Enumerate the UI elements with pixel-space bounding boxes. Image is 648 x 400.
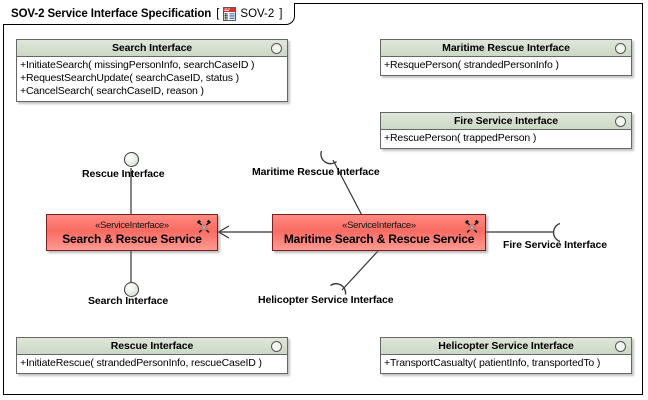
service-stereotype: «ServiceInterface»	[342, 219, 416, 231]
spec-document-icon	[223, 6, 237, 21]
service-box-maritime-search-and-rescue-service[interactable]: «ServiceInterface» Maritime Search & Res…	[272, 214, 486, 251]
interface-operation: +ResquePerson( strandedPersonInfo )	[384, 59, 559, 71]
interface-operation: +RescuePerson( trappedPerson )	[384, 132, 537, 144]
service-box-search-and-rescue-service[interactable]: «ServiceInterface» Search & Rescue Servi…	[46, 214, 218, 251]
title-bracket-close: ]	[279, 7, 283, 20]
interface-operations: +ResquePerson( strandedPersonInfo )	[381, 57, 631, 75]
interface-title: Maritime Rescue Interface	[442, 42, 570, 54]
service-name: Maritime Search & Rescue Service	[283, 231, 475, 246]
interface-title: Fire Service Interface	[453, 115, 559, 127]
diagram-id-label: SOV-2	[240, 7, 275, 20]
provided-interface-circle-icon	[615, 340, 626, 352]
provided-interface-circle-icon	[615, 115, 626, 127]
interface-operations: +RescuePerson( trappedPerson )	[381, 130, 631, 148]
title-bracket-open: [	[216, 7, 220, 20]
interface-header: Search Interface	[17, 40, 287, 57]
interface-box-maritime-rescue-interface[interactable]: Maritime Rescue Interface +ResquePerson(…	[380, 39, 632, 76]
connector-label-helicopter-service-interface: Helicopter Service Interface	[258, 294, 394, 306]
interface-operation: +RequestSearchUpdate( searchCaseID, stat…	[20, 72, 239, 84]
provided-ball-icon-rescue-interface[interactable]	[124, 152, 139, 167]
interface-operations: +TransportCasualty( patientInfo, transpo…	[381, 355, 631, 373]
interface-operation: +TransportCasualty( patientInfo, transpo…	[384, 357, 601, 369]
provided-interface-circle-icon	[271, 42, 282, 54]
crossed-tools-icon	[464, 219, 480, 235]
page-title: SOV-2 Service Interface Specification	[11, 7, 212, 20]
connector-label-search-interface: Search Interface	[88, 295, 169, 307]
service-stereotype: «ServiceInterface»	[95, 219, 169, 231]
interface-operations: +InitiateRescue( strandedPersonInfo, res…	[17, 355, 287, 373]
interface-box-search-interface[interactable]: Search Interface +InitiateSearch( missin…	[16, 39, 288, 102]
interface-title: Rescue Interface	[110, 340, 194, 352]
interface-operation: +InitiateRescue( strandedPersonInfo, res…	[20, 357, 262, 369]
provided-ball-icon-search-interface[interactable]	[124, 282, 139, 297]
connector-label-maritime-rescue-interface: Maritime Rescue Interface	[252, 166, 380, 178]
connector-label-rescue-interface: Rescue Interface	[82, 168, 165, 180]
interface-operation: +CancelSearch( searchCaseID, reason )	[20, 85, 204, 97]
interface-box-helicopter-service-interface[interactable]: Helicopter Service Interface +TransportC…	[380, 337, 632, 374]
provided-interface-circle-icon	[615, 42, 626, 54]
interface-header: Rescue Interface	[17, 338, 287, 355]
diagram-title-tab: SOV-2 Service Interface Specification [	[3, 3, 295, 25]
interface-operation: +InitiateSearch( missingPersonInfo, sear…	[20, 59, 255, 71]
interface-box-fire-service-interface[interactable]: Fire Service Interface +RescuePerson( tr…	[380, 112, 632, 149]
connector-label-fire-service-interface: Fire Service Interface	[503, 239, 608, 251]
interface-header: Fire Service Interface	[381, 113, 631, 130]
diagram-frame-border	[3, 3, 643, 395]
service-name: Search & Rescue Service	[62, 231, 202, 246]
crossed-tools-icon	[196, 219, 212, 235]
interface-box-rescue-interface[interactable]: Rescue Interface +InitiateRescue( strand…	[16, 337, 288, 374]
interface-header: Helicopter Service Interface	[381, 338, 631, 355]
provided-interface-circle-icon	[271, 340, 282, 352]
interface-title: Search Interface	[111, 42, 193, 54]
interface-title: Helicopter Service Interface	[438, 340, 574, 352]
interface-operations: +InitiateSearch( missingPersonInfo, sear…	[17, 57, 287, 101]
interface-header: Maritime Rescue Interface	[381, 40, 631, 57]
